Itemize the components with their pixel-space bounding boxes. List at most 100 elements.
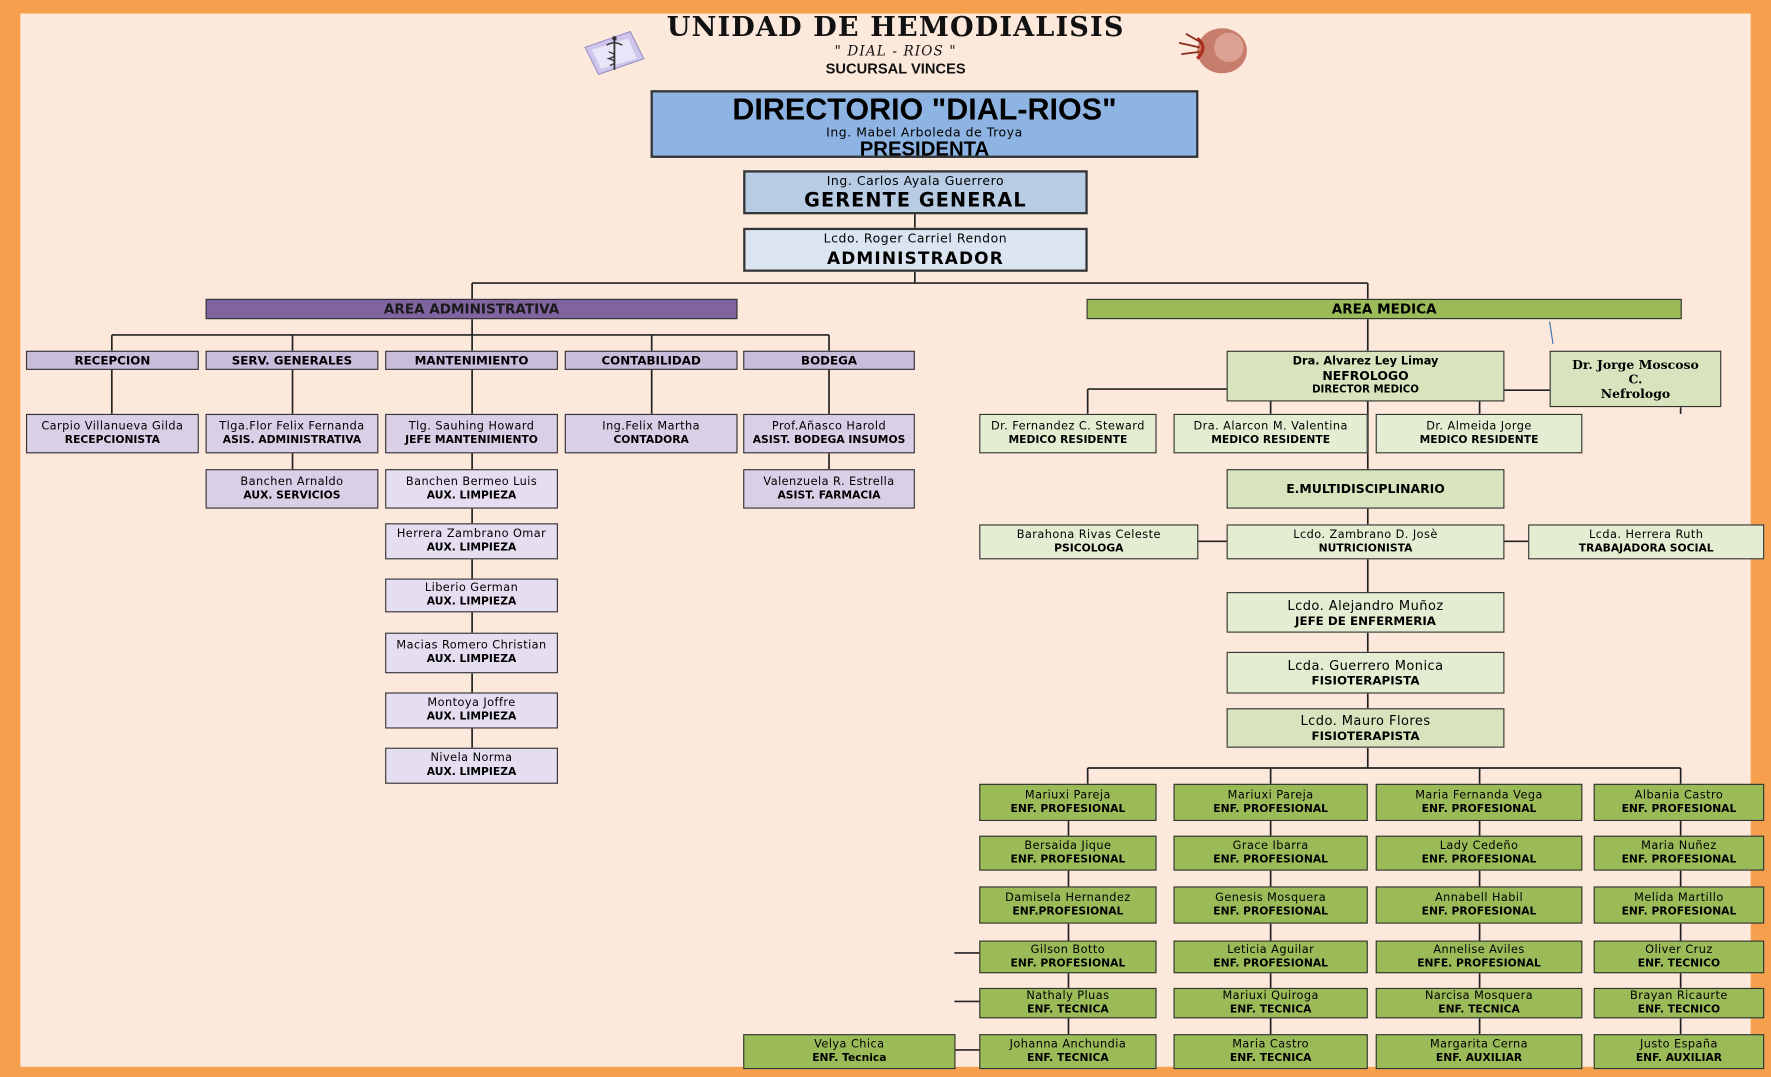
nurse-name: Melida Martillo: [1634, 891, 1724, 904]
nurse-role: ENF. TECNICA: [1229, 1051, 1312, 1065]
nurse-name: Genesis Mosquera: [1215, 891, 1327, 904]
nurse-role: ENF. PROFESIONAL: [1213, 853, 1329, 866]
nurse-role: ENF. PROFESIONAL: [1010, 853, 1126, 866]
person-name: Nivela Norma: [430, 752, 513, 765]
person-role: MEDICO RESIDENTE: [1419, 433, 1539, 447]
person-role: PSICOLOGA: [1054, 541, 1124, 555]
person-name: Herrera Zambrano Omar: [396, 527, 547, 541]
person-role: ASIS. ADMINISTRATIVA: [222, 433, 362, 447]
label-text: Nefrologo: [1600, 386, 1671, 401]
directorio-box: DIRECTORIO "DIAL-RIOS" Ing. Mabel Arbole…: [650, 90, 1199, 158]
nurse-role: ENF. TECNICA: [1229, 1003, 1312, 1016]
label-text: Dr. Jorge Moscoso: [1572, 356, 1699, 372]
person-name: Ing.Felix Martha: [602, 420, 700, 433]
person-name: Prof.Añasco Harold: [771, 420, 887, 433]
nurse-role: ENF. AUXILIAR: [1435, 1051, 1523, 1065]
dept-bodega: BODEGA: [743, 350, 915, 370]
branch-label: SUCURSAL VINCES: [825, 59, 966, 77]
person-name: Velya Chica: [814, 1038, 885, 1051]
nurse-name: Maria Fernanda Vega: [1415, 788, 1543, 802]
dept-serv-generales: SERV. GENERALES: [205, 350, 379, 370]
person-name: Lcdo. Zambrano D. Josè: [1293, 528, 1438, 541]
administrador-name: Lcdo. Roger Carriel Rendon: [823, 230, 1008, 246]
person-role: AUX. LIMPIEZA: [426, 765, 517, 779]
person-role: FISIOTERAPISTA: [1311, 729, 1420, 744]
administrador-role: ADMINISTRADOR: [826, 247, 1004, 268]
person-role: AUX. LIMPIEZA: [426, 595, 517, 608]
nurse-name: Mariuxi Quiroga: [1222, 989, 1319, 1003]
person-role: ASIST. FARMACIA: [777, 488, 881, 502]
nefrologo-moscoso-box: Dr. Jorge Moscoso C. Nefrologo: [1549, 350, 1722, 408]
person-name: Valenzuela R. Estrella: [763, 475, 895, 488]
person-role: AUX. LIMPIEZA: [426, 488, 517, 502]
nurse-name: Johanna Anchundia: [1009, 1038, 1127, 1051]
nurse-role: ENF. PROFESIONAL: [1213, 802, 1329, 815]
nurse-role: ENF. PROFESIONAL: [1421, 853, 1537, 866]
nurse-role: ENF. TECNICO: [1637, 956, 1721, 970]
presidenta-role: PRESIDENTA: [859, 137, 990, 158]
medical-caduceus-logo: [584, 30, 645, 76]
nurse-role: ENF. PROFESIONAL: [1213, 956, 1329, 970]
person-role: ENF. Tecnica: [812, 1051, 887, 1065]
person-name: Lcda. Herrera Ruth: [1588, 528, 1704, 541]
dept-recepcion: RECEPCION: [25, 350, 199, 370]
person-role: Dra. Alvarez Ley Limay: [1292, 355, 1439, 368]
presidenta-name: Ing. Mabel Arboleda de Troya: [826, 125, 1023, 140]
nurse-role: ENF. PROFESIONAL: [1421, 905, 1537, 918]
nurse-name: Brayan Ricaurte: [1630, 989, 1728, 1003]
nurse-name: Annelise Aviles: [1433, 943, 1525, 956]
nurse-name: Mariuxi Pareja: [1024, 788, 1111, 802]
person-name: Dr. Fernandez C. Steward: [990, 420, 1145, 433]
person-name: Dr. Almeida Jorge: [1426, 420, 1532, 433]
kidney-logo: [1178, 28, 1247, 74]
person-role: AUX. LIMPIEZA: [426, 710, 517, 723]
page-subtitle: " DIAL - RIOS ": [834, 42, 957, 59]
nurse-role: ENF. TECNICA: [1438, 1003, 1520, 1016]
person-name: Banchen Bermeo Luis: [405, 475, 538, 488]
nurse-role: ENF. TECNICO: [1637, 1003, 1721, 1016]
label-text: C.: [1628, 371, 1643, 387]
person-name: Lcda. Guerrero Monica: [1287, 657, 1444, 674]
nurse-role: ENF. TECNICA: [1027, 1003, 1109, 1016]
nurse-role: ENF. PROFESIONAL: [1621, 853, 1737, 866]
person-name: Lcdo. Mauro Flores: [1300, 712, 1431, 729]
dept-contabilidad: CONTABILIDAD: [564, 350, 738, 370]
person-role: AUX. LIMPIEZA: [426, 541, 517, 554]
nurse-role: ENF. PROFESIONAL: [1421, 802, 1537, 815]
person-name: Tlga.Flor Felix Fernanda: [219, 420, 365, 433]
person-name: Lcdo. Alejandro Muñoz: [1287, 597, 1444, 613]
nurse-role: ENF. PROFESIONAL: [1010, 802, 1126, 815]
directorio-title: DIRECTORIO "DIAL-RIOS": [732, 92, 1117, 127]
nurse-role: ENF. PROFESIONAL: [1213, 905, 1329, 918]
person-name: Dra. Alarcon M. Valentina: [1193, 420, 1348, 433]
